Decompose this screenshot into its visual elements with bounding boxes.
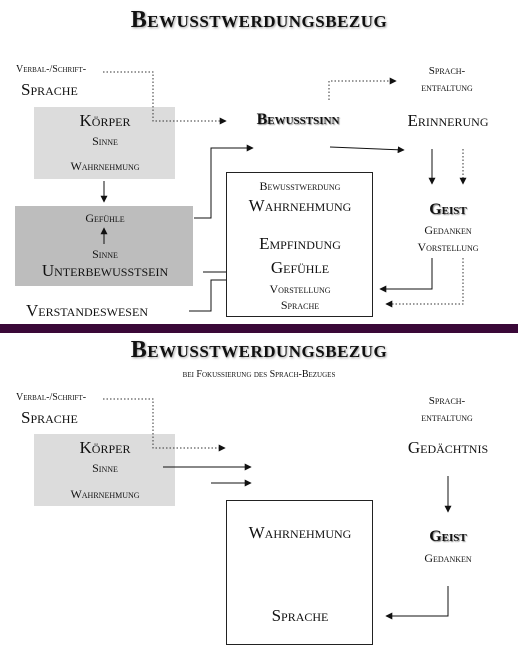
wahrnehmung-label-2: Wahrnehmung bbox=[70, 487, 140, 501]
koerper-label: Körper bbox=[79, 111, 131, 130]
diagram1-title: Bewusstwerdungsbezug bbox=[130, 7, 388, 33]
sprache-label-2: Sprache bbox=[21, 408, 78, 427]
center-sprache-label-2: Sprache bbox=[271, 606, 329, 625]
verstandeswesen-label: Verstandeswesen bbox=[26, 301, 148, 320]
center-wahrnehmung-label: Wahrnehmung bbox=[248, 196, 352, 215]
verbal-label: Verbal-/Schrift- bbox=[16, 64, 87, 75]
sinne-label: Sinne bbox=[92, 134, 118, 148]
empfindung-label: Empfindung bbox=[259, 234, 341, 253]
wahrnehmung-label: Wahrnehmung bbox=[70, 159, 140, 173]
center-gefuehle-label: Gefühle bbox=[270, 258, 330, 277]
sinne-lower-label: Sinne bbox=[92, 247, 118, 261]
diagram2-title: Bewusstwerdungsbezug bbox=[130, 337, 388, 363]
center-sprache-label: Sprache bbox=[280, 298, 320, 312]
arrow-to-sprachentfaltung bbox=[328, 77, 397, 100]
verbal-label-2: Verbal-/Schrift- bbox=[16, 392, 87, 403]
diagram2-subtitle: bei Fokussierung des Sprach-Bezuges bbox=[182, 369, 336, 380]
sprachentfaltung-label-2a: Sprach- bbox=[428, 395, 466, 407]
erinnerung-label: Erinnerung bbox=[407, 111, 489, 130]
wahrnehmung-sprache-box bbox=[226, 500, 373, 645]
arrow-geist-to-box-dotted bbox=[385, 258, 464, 308]
arrow-geist-to-sprache bbox=[385, 586, 449, 620]
unterbewusstsein-box bbox=[15, 206, 193, 286]
arrow-bewusstsinn-to-erinnerung bbox=[329, 146, 405, 154]
section-divider bbox=[0, 324, 518, 333]
unterbewusstsein-label: Unterbewusstsein bbox=[41, 261, 169, 280]
koerper-label-2: Körper bbox=[79, 438, 131, 457]
sprachentfaltung-label-2b: entfaltung bbox=[421, 412, 473, 424]
sprache-label: Sprache bbox=[21, 80, 78, 99]
gedanken-label-2: Gedanken bbox=[424, 551, 472, 565]
geist-label: Geist bbox=[429, 201, 467, 218]
bewusstwerdung-label: Bewusstwerdung bbox=[259, 179, 341, 193]
center-wahrnehmung-label-2: Wahrnehmung bbox=[248, 523, 352, 542]
gefuehle-label: Gefühle bbox=[85, 211, 125, 225]
sinne-label-2: Sinne bbox=[92, 461, 118, 475]
sprachentfaltung-label-1: Sprach- bbox=[428, 65, 466, 77]
center-vorstellung-label: Vorstellung bbox=[269, 282, 331, 296]
bewusstsinn-label: Bewusstsinn bbox=[256, 111, 340, 128]
vorstellung-right-label: Vorstellung bbox=[417, 240, 479, 254]
sprachentfaltung-label-2: entfaltung bbox=[421, 82, 473, 94]
gedaechtnis-label: Gedächtnis bbox=[407, 438, 489, 457]
geist-label-2: Geist bbox=[429, 528, 467, 545]
gedanken-label: Gedanken bbox=[424, 223, 472, 237]
arrow-geist-to-box bbox=[379, 258, 433, 293]
line-verstandeswesen-to-box bbox=[189, 279, 226, 312]
